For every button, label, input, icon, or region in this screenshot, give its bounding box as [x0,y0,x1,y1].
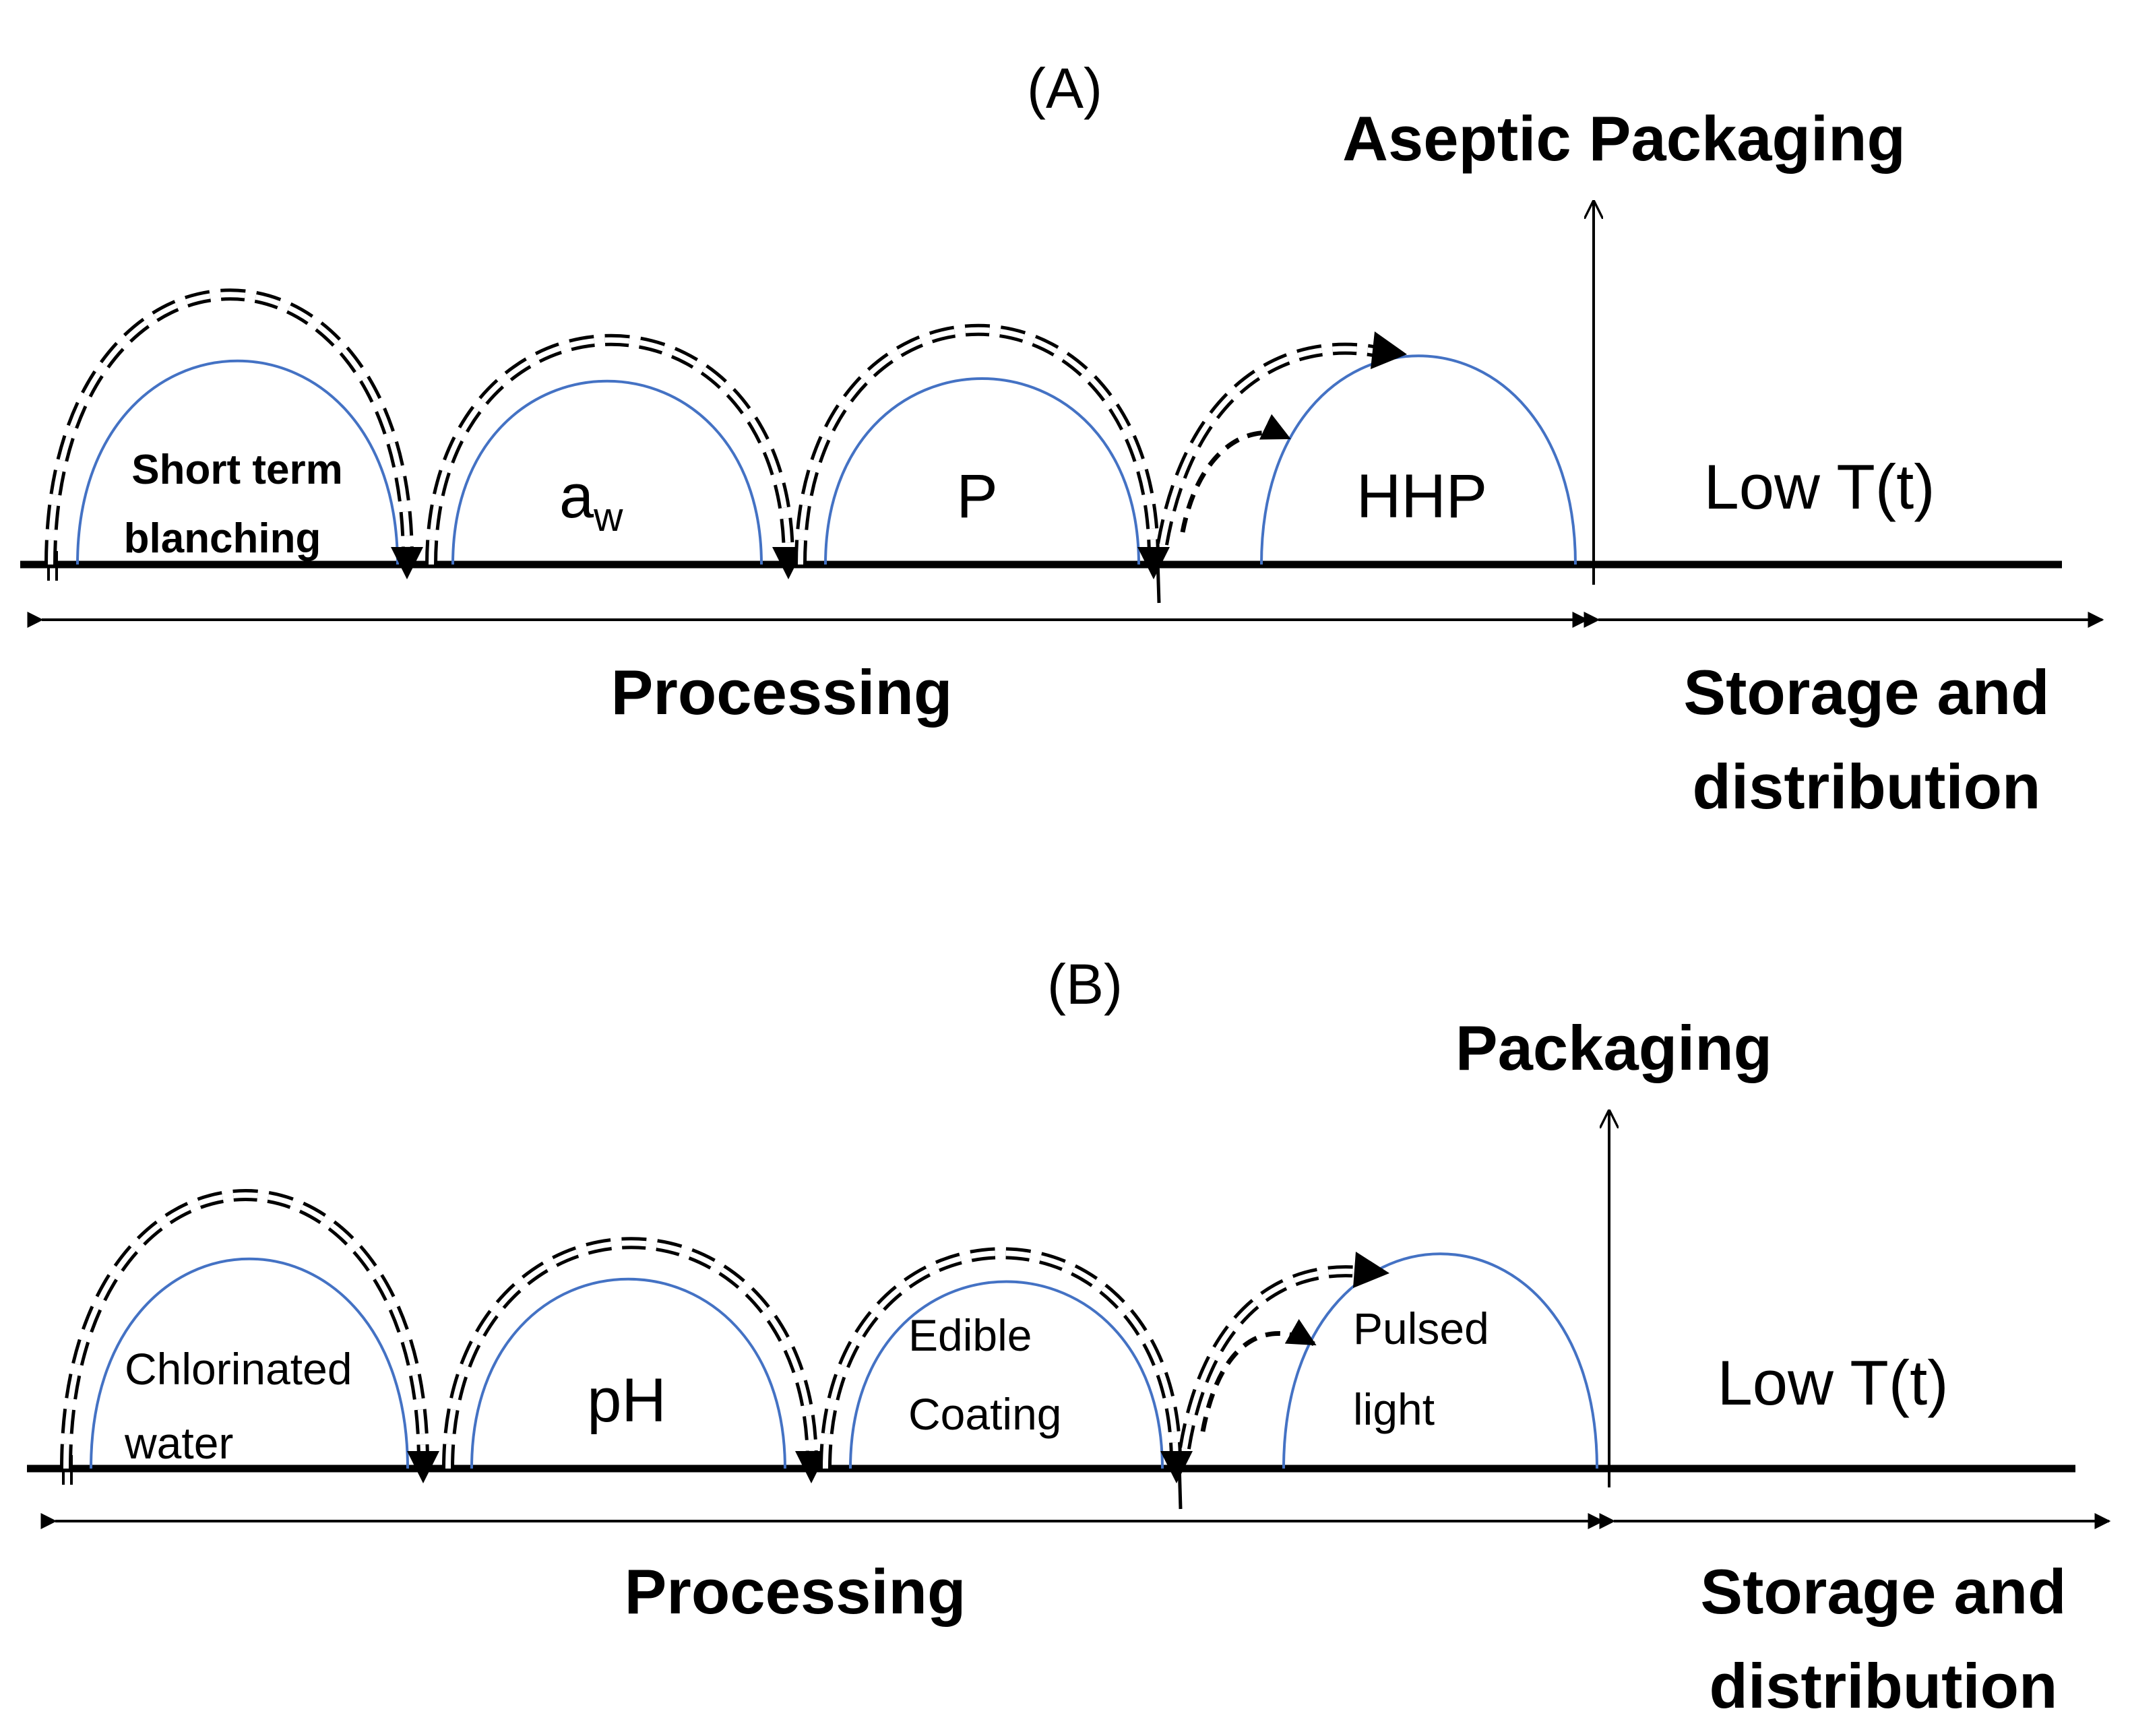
panel-a-storage-condition: Low T(t) [1704,451,1935,522]
panel-b: (B) Packaging Chlorinated [27,953,2111,1721]
panel-b-processing-label: Processing [625,1556,966,1627]
panel-b-storage-condition: Low T(t) [1718,1347,1949,1418]
hurdle-pulsed-light-line1: Pulsed [1353,1304,1489,1353]
panel-a-storage-line1: Storage and [1683,657,2049,728]
hurdle-water-activity-main: a [559,462,594,531]
panel-b-packaging-title: Packaging [1455,1012,1772,1083]
hurdle-arch-2 [470,1277,786,1469]
hurdle-arch-1 [76,359,399,565]
hurdle-pressure: P [956,462,997,531]
panel-b-hop-arrows [60,1189,1389,1510]
hurdle-edible-coating-line1: Edible [908,1310,1032,1360]
hurdle-edible-coating-line2: Coating [908,1389,1062,1439]
panel-a: (A) Aseptic Packaging [20,57,2104,822]
panel-b-storage-line1: Storage and [1700,1556,2066,1627]
panel-b-storage-line2: distribution [1710,1650,2058,1721]
panel-a-storage-line2: distribution [1693,751,2041,822]
hurdle-arch-4 [1260,354,1577,565]
hurdle-arch-4 [1282,1252,1598,1469]
panel-b-label: (B) [1047,953,1123,1016]
hurdle-short-term-blanching-line2: blanching [124,515,321,562]
hurdle-pulsed-light-line2: light [1353,1384,1435,1434]
hurdle-chlorinated-water-line1: Chlorinated [125,1344,352,1394]
panel-a-label: (A) [1027,57,1102,120]
hurdle-arch-2 [451,379,763,565]
panel-a-packaging-title: Aseptic Packaging [1342,103,1906,174]
hurdle-water-activity-sub: w [593,494,623,540]
hurdle-ph: pH [587,1366,666,1435]
panel-a-processing-label: Processing [611,657,953,728]
hurdle-arch-3 [824,377,1140,565]
hurdle-chlorinated-water-line2: water [124,1418,233,1468]
panel-a-hop-arrows [44,288,1407,604]
hurdle-arch-1 [90,1257,409,1469]
hurdle-arch-3 [849,1280,1164,1469]
hurdle-water-activity: aw [559,462,623,540]
hurdle-short-term-blanching-line1: Short term [131,447,342,493]
hurdle-hhp: HHP [1356,462,1487,531]
